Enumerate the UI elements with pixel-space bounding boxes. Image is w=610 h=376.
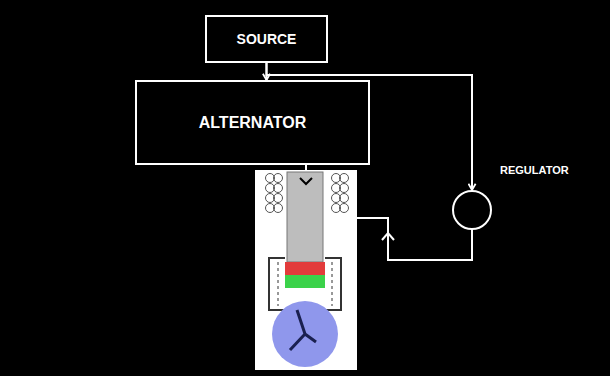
regulator-symbol	[452, 190, 492, 230]
rotor-illustration	[255, 170, 357, 370]
north-pole	[285, 262, 325, 275]
return-wire	[357, 218, 472, 260]
coil-winding	[274, 204, 283, 213]
coil-winding	[340, 194, 349, 203]
node-label: SOURCE	[237, 31, 297, 47]
field-lines	[278, 262, 332, 306]
source-box: SOURCE	[205, 15, 328, 63]
node-label: ALTERNATOR	[199, 114, 307, 132]
arrow-chevron	[382, 233, 394, 240]
dial	[272, 301, 338, 367]
dial-needle	[290, 310, 316, 350]
node-label: REGULATOR	[500, 164, 569, 176]
coil-winding	[274, 174, 283, 183]
core-bar	[287, 172, 323, 262]
south-pole	[285, 275, 325, 288]
alternator-box: ALTERNATOR	[135, 80, 370, 165]
coil-winding	[340, 204, 349, 213]
coil-winding	[274, 194, 283, 203]
coil-winding	[274, 184, 283, 193]
coil-winding	[340, 184, 349, 193]
illustration-panel	[255, 170, 357, 370]
coil-winding	[340, 174, 349, 183]
arrow-chevron	[300, 178, 312, 184]
regulator-circle: REGULATOR	[452, 160, 582, 230]
